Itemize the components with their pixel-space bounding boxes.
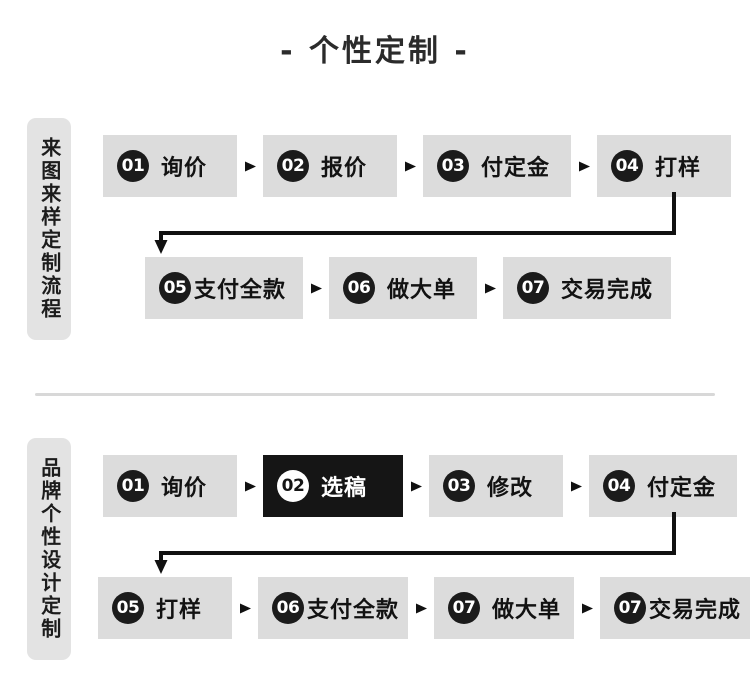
step-number-badge: 05	[112, 592, 144, 624]
step-row: 05 打样 06 支付全款 07 做大单 07 交易完成	[98, 577, 750, 639]
section-divider	[35, 393, 715, 396]
step-row: 01 询价 02 选稿 03 修改 04 付定金	[103, 455, 737, 517]
step-number-badge: 02	[277, 150, 309, 182]
step-number-badge: 07	[448, 592, 480, 624]
triangle-right-icon	[563, 479, 589, 494]
step-number-badge: 04	[611, 150, 643, 182]
step-label: 报价	[321, 156, 368, 181]
step-label: 询价	[161, 476, 208, 501]
step-number-badge: 02	[277, 470, 309, 502]
step-label: 交易完成	[649, 598, 742, 623]
step-box[interactable]: 05 打样	[98, 577, 232, 639]
step-label: 选稿	[321, 476, 368, 501]
step-number-badge: 06	[272, 592, 304, 624]
page-title: - 个性定制 -	[280, 34, 470, 69]
step-number-badge: 03	[437, 150, 469, 182]
step-box[interactable]: 01 询价	[103, 455, 237, 517]
step-number-badge: 01	[117, 470, 149, 502]
step-label: 支付全款	[194, 278, 287, 303]
section-side-tab-label: 品牌个性设计定制	[37, 457, 62, 641]
step-box[interactable]: 04 付定金	[589, 455, 737, 517]
triangle-right-icon	[477, 281, 503, 296]
section-side-tab: 来图来样定制流程	[27, 118, 71, 340]
step-label: 交易完成	[561, 278, 654, 303]
step-label: 付定金	[481, 156, 551, 181]
step-number-badge: 07	[614, 592, 646, 624]
step-box[interactable]: 07 交易完成	[503, 257, 671, 319]
triangle-right-icon	[574, 601, 600, 616]
step-box[interactable]: 01 询价	[103, 135, 237, 197]
elbow-arrow-down-icon	[150, 192, 680, 258]
step-label: 打样	[156, 598, 203, 623]
step-label: 支付全款	[307, 598, 400, 623]
step-box[interactable]: 03 修改	[429, 455, 563, 517]
step-box[interactable]: 07 做大单	[434, 577, 574, 639]
step-box[interactable]: 03 付定金	[423, 135, 571, 197]
step-box[interactable]: 07 交易完成	[600, 577, 750, 639]
triangle-right-icon	[303, 281, 329, 296]
step-number-badge: 04	[603, 470, 635, 502]
step-box[interactable]: 05 支付全款	[145, 257, 303, 319]
step-number-badge: 05	[159, 272, 191, 304]
step-label: 询价	[161, 156, 208, 181]
step-row: 01 询价 02 报价 03 付定金 04 打样	[103, 135, 731, 197]
section-side-tab-label: 来图来样定制流程	[37, 137, 62, 321]
step-label: 付定金	[647, 476, 717, 501]
step-label: 做大单	[492, 598, 562, 623]
triangle-right-icon	[397, 159, 423, 174]
step-number-badge: 07	[517, 272, 549, 304]
step-box[interactable]: 04 打样	[597, 135, 731, 197]
step-number-badge: 03	[443, 470, 475, 502]
flow-section-brand-custom-design: 品牌个性设计定制 01 询价 02 选稿 03 修改 04 付定金	[0, 428, 750, 668]
step-number-badge: 01	[117, 150, 149, 182]
step-row: 05 支付全款 06 做大单 07 交易完成	[145, 257, 671, 319]
triangle-right-icon	[237, 159, 263, 174]
step-label: 打样	[655, 156, 702, 181]
elbow-arrow-down-icon	[150, 512, 680, 578]
triangle-right-icon	[237, 479, 263, 494]
triangle-right-icon	[571, 159, 597, 174]
step-box[interactable]: 06 支付全款	[258, 577, 408, 639]
step-number-badge: 06	[343, 272, 375, 304]
flow-section-custom-from-sample: 来图来样定制流程 01 询价 02 报价 03 付定金 04 打样	[0, 108, 750, 348]
step-label: 做大单	[387, 278, 457, 303]
step-label: 修改	[487, 476, 534, 501]
section-side-tab: 品牌个性设计定制	[27, 438, 71, 660]
step-box[interactable]: 06 做大单	[329, 257, 477, 319]
step-box-active[interactable]: 02 选稿	[263, 455, 403, 517]
triangle-right-icon	[403, 479, 429, 494]
triangle-right-icon	[232, 601, 258, 616]
step-box[interactable]: 02 报价	[263, 135, 397, 197]
triangle-right-icon	[408, 601, 434, 616]
